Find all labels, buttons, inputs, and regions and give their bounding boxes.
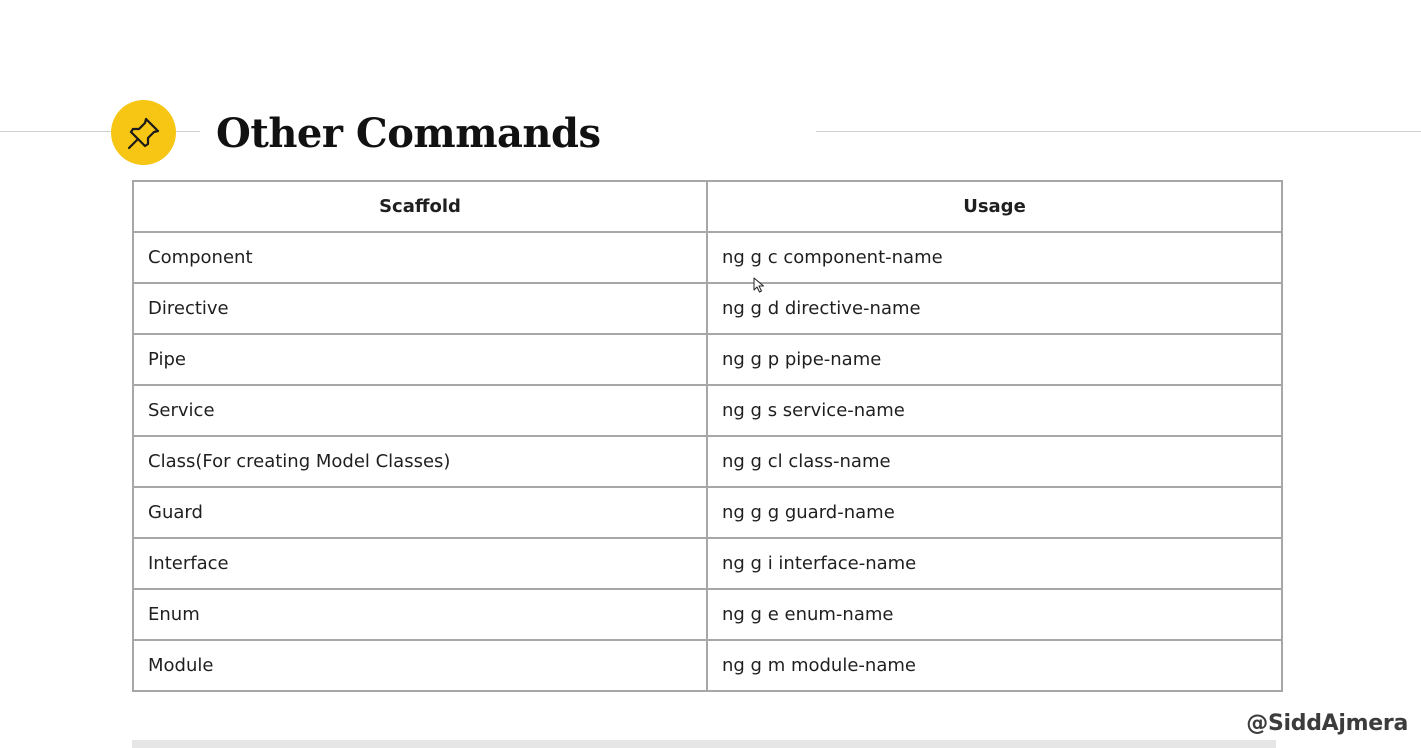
column-header-scaffold: Scaffold — [132, 180, 708, 233]
usage-cell: ng g c component-name — [706, 231, 1283, 284]
usage-cell: ng g g guard-name — [706, 486, 1283, 539]
table-row: Interface ng g i interface-name — [132, 537, 1283, 590]
header-rule-right — [816, 131, 1421, 132]
usage-cell: ng g e enum-name — [706, 588, 1283, 641]
header-rule-mid — [176, 131, 200, 132]
scaffold-cell: Class(For creating Model Classes) — [132, 435, 708, 488]
commands-table: Scaffold Usage Component ng g c componen… — [132, 180, 1283, 692]
table-row: Directive ng g d directive-name — [132, 282, 1283, 335]
author-watermark: @SiddAjmera — [1246, 711, 1408, 736]
table-row: Class(For creating Model Classes) ng g c… — [132, 435, 1283, 488]
usage-cell: ng g i interface-name — [706, 537, 1283, 590]
scaffold-cell: Directive — [132, 282, 708, 335]
table-row: Module ng g m module-name — [132, 639, 1283, 692]
pushpin-icon — [127, 117, 159, 149]
usage-cell: ng g m module-name — [706, 639, 1283, 692]
scaffold-cell: Pipe — [132, 333, 708, 386]
scaffold-cell: Enum — [132, 588, 708, 641]
usage-cell: ng g cl class-name — [706, 435, 1283, 488]
scaffold-cell: Module — [132, 639, 708, 692]
mouse-cursor-icon — [753, 277, 764, 293]
table-row: Component ng g c component-name — [132, 231, 1283, 284]
scaffold-cell: Service — [132, 384, 708, 437]
pin-badge — [111, 100, 176, 165]
usage-cell: ng g d directive-name — [706, 282, 1283, 335]
usage-cell: ng g s service-name — [706, 384, 1283, 437]
table-row: Guard ng g g guard-name — [132, 486, 1283, 539]
table-header-row: Scaffold Usage — [132, 180, 1283, 233]
scaffold-cell: Guard — [132, 486, 708, 539]
scaffold-cell: Component — [132, 231, 708, 284]
page-title: Other Commands — [216, 110, 601, 157]
table-row: Pipe ng g p pipe-name — [132, 333, 1283, 386]
table-row: Enum ng g e enum-name — [132, 588, 1283, 641]
scrollbar-track[interactable] — [132, 740, 1276, 748]
header-rule-left — [0, 131, 112, 132]
column-header-usage: Usage — [706, 180, 1283, 233]
table-row: Service ng g s service-name — [132, 384, 1283, 437]
scaffold-cell: Interface — [132, 537, 708, 590]
usage-cell: ng g p pipe-name — [706, 333, 1283, 386]
